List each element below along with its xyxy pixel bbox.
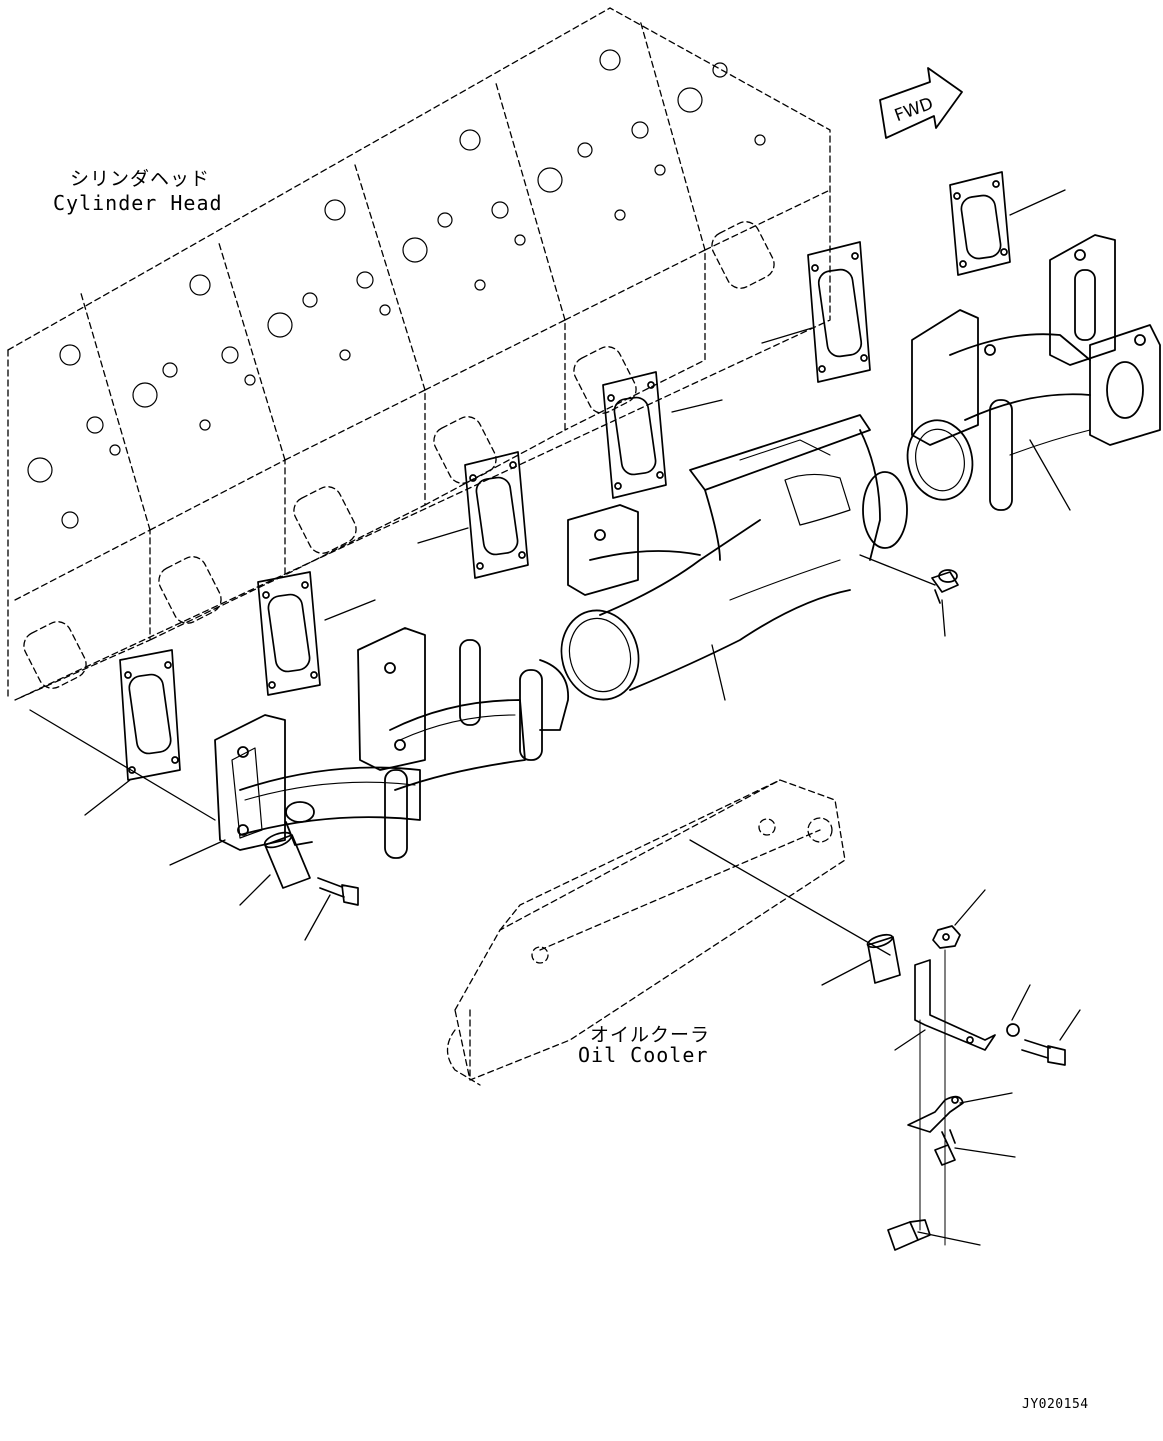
drawing-code: JY020154 bbox=[1022, 1397, 1089, 1412]
fwd-arrow-icon bbox=[879, 67, 963, 139]
leader-lines bbox=[29, 189, 1081, 1246]
oil-cooler-label-en: Oil Cooler bbox=[578, 1043, 709, 1067]
cylinder-head-label-en: Cylinder Head bbox=[53, 191, 223, 215]
bolt-1 bbox=[317, 877, 359, 906]
cylinder-head-label-jp: シリンダヘッド bbox=[70, 168, 211, 190]
gasket-1 bbox=[119, 649, 181, 781]
oil-cooler-label-jp: オイルクーラ bbox=[590, 1024, 711, 1046]
connector-1 bbox=[887, 1219, 931, 1251]
spacer-1 bbox=[263, 831, 311, 889]
spacer-2 bbox=[866, 933, 901, 984]
gasket-5 bbox=[807, 241, 871, 383]
nut-1 bbox=[932, 925, 961, 949]
washer-1 bbox=[1006, 1023, 1020, 1037]
gaskets bbox=[119, 171, 1011, 781]
bolt-2 bbox=[931, 569, 959, 604]
clip-1 bbox=[907, 1095, 964, 1133]
gasket-6 bbox=[949, 171, 1011, 276]
rear-exhaust-manifold bbox=[906, 234, 1161, 511]
gasket-4 bbox=[602, 371, 667, 499]
oil-cooler bbox=[446, 779, 846, 1086]
cylinder-head-holes bbox=[27, 49, 766, 529]
front-exhaust-manifold bbox=[214, 627, 569, 859]
gasket-3 bbox=[464, 451, 529, 579]
gasket-2 bbox=[257, 571, 321, 696]
middle-exhaust-manifold bbox=[560, 414, 908, 701]
cylinder-head-block bbox=[7, 7, 831, 701]
bracket-1 bbox=[914, 959, 996, 1051]
bolt-3 bbox=[1021, 1039, 1066, 1066]
small-parts bbox=[263, 569, 1066, 1251]
